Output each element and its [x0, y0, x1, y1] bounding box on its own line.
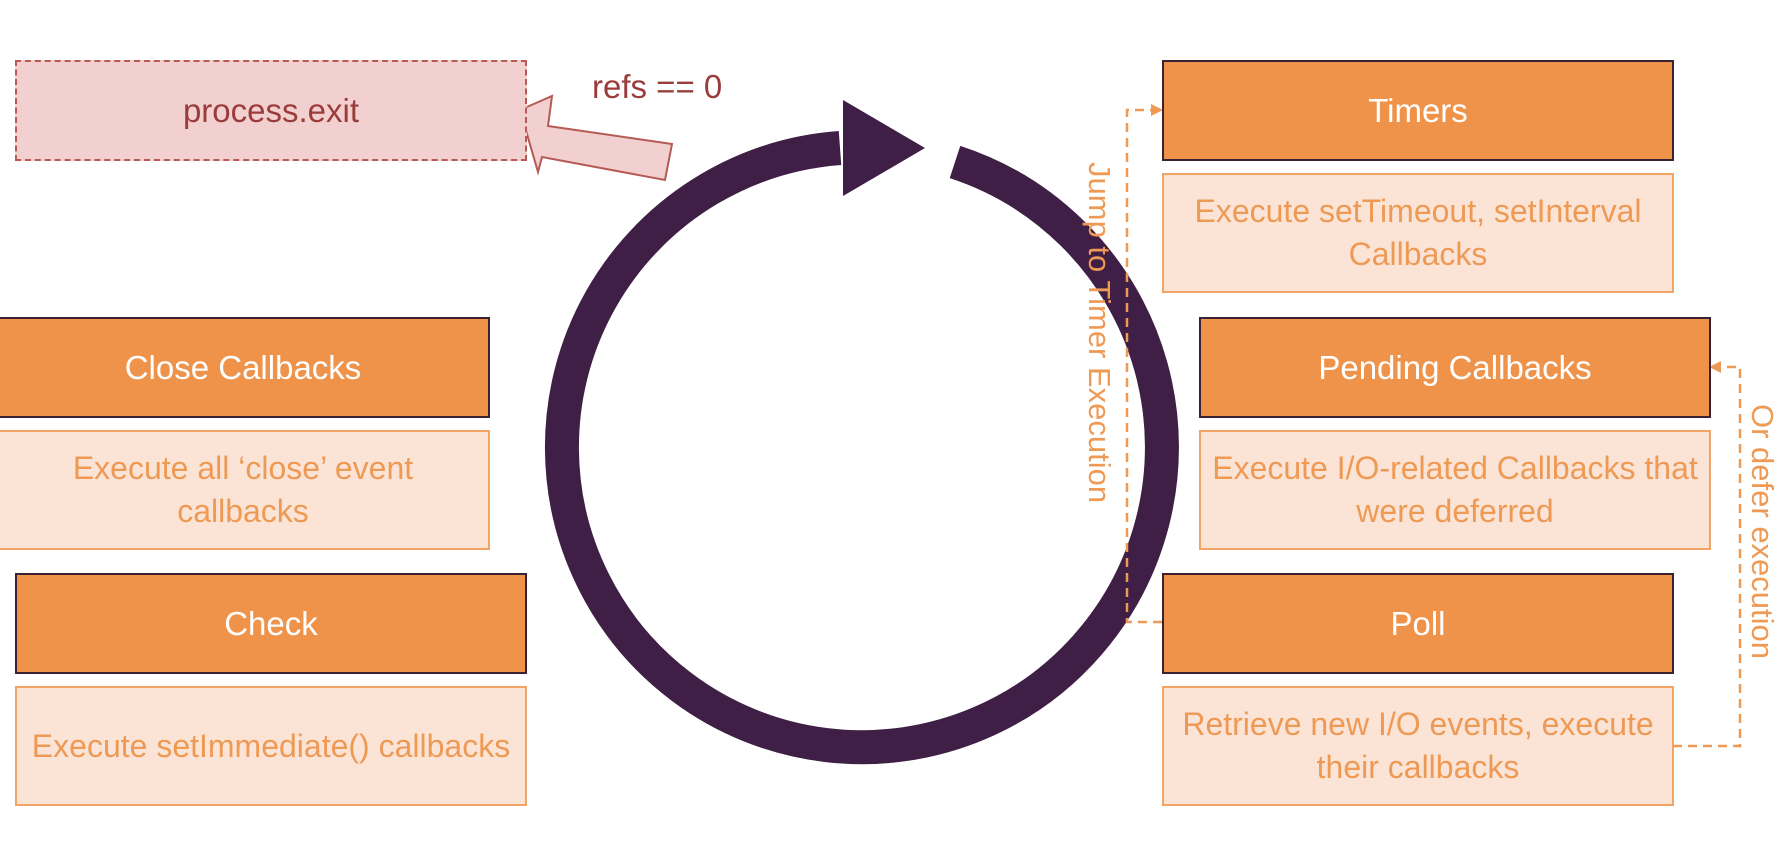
timers-phase: Timers: [1162, 60, 1674, 161]
timers-description-box: Execute setTimeout, setInterval Callback…: [1162, 173, 1674, 293]
jump-to-timer-label: Jump to Timer Execution: [1082, 162, 1117, 504]
loop-arrowhead: [843, 100, 925, 196]
close-callbacks-description-box: Execute all ‘close’ event callbacks: [0, 430, 490, 550]
exit-arrow: [518, 94, 674, 182]
poll-title: Poll: [1390, 604, 1446, 642]
check-description-box: Execute setImmediate() callbacks: [15, 686, 527, 806]
refs-zero-label: refs == 0: [592, 68, 723, 105]
process-exit-box: process.exit: [15, 60, 527, 161]
defer-path: [1673, 365, 1742, 748]
pending-callbacks-description-box: Execute I/O-related Callbacks that were …: [1199, 430, 1711, 550]
pending-callbacks-phase: Pending Callbacks: [1199, 317, 1711, 418]
check-description: Execute setImmediate() callbacks: [31, 727, 511, 764]
pending-callbacks-description: Execute I/O-related Callbacks that were …: [1212, 450, 1698, 529]
close-callbacks-title: Close Callbacks: [124, 348, 362, 386]
event-loop-ring: [544, 131, 1179, 765]
poll-description-box: Retrieve new I/O events, execute their c…: [1162, 686, 1674, 806]
pending-callbacks-title: Pending Callbacks: [1318, 348, 1592, 386]
check-title: Check: [224, 604, 318, 642]
timers-description: Execute setTimeout, setInterval Callback…: [1194, 193, 1642, 272]
close-callbacks-phase: Close Callbacks: [0, 317, 490, 418]
defer-arrowhead: [1709, 361, 1721, 373]
close-callbacks-description: Execute all ‘close’ event callbacks: [72, 450, 414, 529]
timers-title: Timers: [1368, 91, 1468, 129]
jump-arrowhead: [1151, 104, 1163, 116]
poll-phase: Poll: [1162, 573, 1674, 674]
process-exit-label: process.exit: [182, 91, 360, 129]
poll-description: Retrieve new I/O events, execute their c…: [1182, 706, 1654, 785]
jump-to-timers-path: [1125, 108, 1162, 624]
defer-execution-label: Or defer execution: [1745, 404, 1780, 660]
check-phase: Check: [15, 573, 527, 674]
